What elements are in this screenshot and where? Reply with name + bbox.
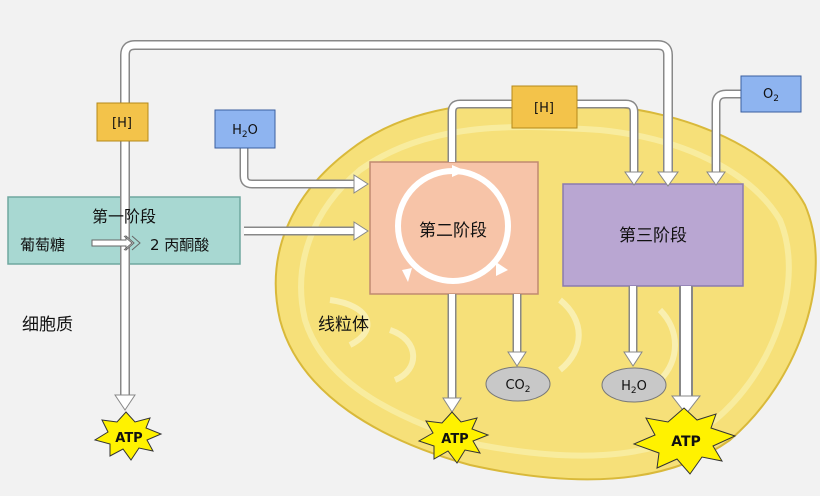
stage2-label: 第二阶段	[419, 221, 487, 241]
cycle-arrowhead-left	[402, 268, 412, 282]
atp-star-1	[93, 411, 163, 461]
stage1-arrows	[91, 234, 141, 252]
water-output-ellipse	[601, 367, 667, 403]
stage3-box	[562, 183, 744, 287]
cycle-arrowhead-top	[452, 165, 466, 177]
co2-label: CO2	[505, 378, 530, 395]
cytoplasm-label: 细胞质	[22, 315, 73, 335]
atp-star-2	[417, 411, 490, 464]
pipe-arrowhead-stage3	[657, 171, 679, 187]
cycle-arrowhead-bottom	[496, 262, 508, 276]
mitochondrion-outer	[274, 101, 817, 481]
stage3-label: 第三阶段	[619, 226, 687, 246]
stage1-pyruvate: 2 丙酮酸	[150, 236, 209, 254]
atp-star-3	[632, 407, 737, 475]
oxygen-label: O2	[763, 87, 779, 104]
oxygen-box	[740, 75, 802, 113]
mitochondrion-label: 线粒体	[318, 315, 369, 335]
atp-label-1: ATP	[115, 431, 142, 446]
h-box-left	[96, 102, 149, 142]
h-box-middle	[511, 85, 578, 129]
water-output-label: H2O	[621, 379, 647, 396]
h-box-middle-label: [H]	[534, 101, 554, 116]
atp-label-2: ATP	[441, 432, 468, 447]
atp-label-3: ATP	[671, 434, 701, 450]
cristae	[329, 297, 678, 383]
mitochondrion-inner	[298, 123, 792, 459]
water-input-label: H2O	[232, 123, 258, 140]
stage1-glucose: 葡萄糖	[20, 236, 65, 254]
co2-ellipse	[485, 366, 551, 402]
stage1-title: 第一阶段	[92, 207, 156, 226]
h-box-left-label: [H]	[112, 116, 132, 131]
pipe-arrowhead-atp1	[114, 394, 136, 411]
water-input-box	[214, 109, 276, 149]
